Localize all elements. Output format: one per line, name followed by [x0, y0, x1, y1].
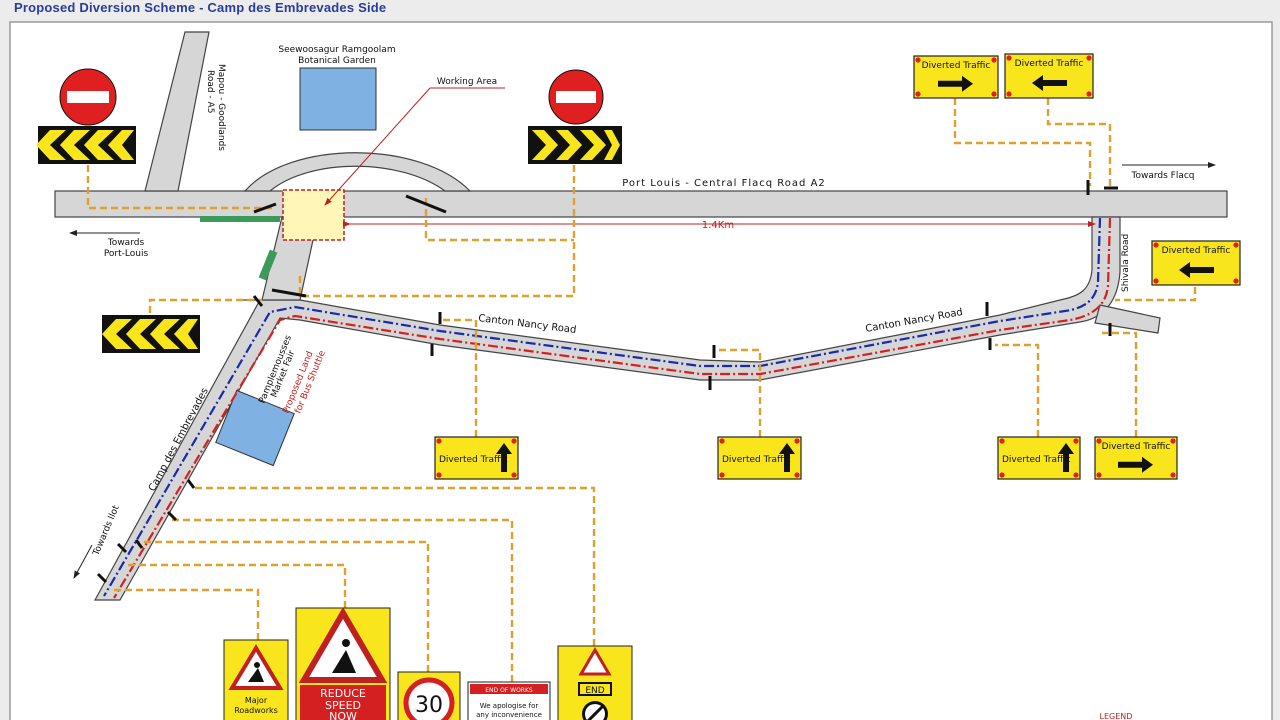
diversion-route-red [113, 217, 1112, 599]
diverted-traffic-sign-canton-1: Diverted Traffic [434, 436, 519, 480]
no-entry-sign-center [548, 69, 604, 125]
mapou-road-line1: Mapou - Goodlands [216, 64, 226, 151]
main-road-label: Port Louis - Central Flacq Road A2 [622, 178, 826, 189]
towards-flacq-label: Towards Flacq [1130, 171, 1194, 181]
arrow-left-icon [1179, 262, 1214, 279]
market-fair-building [215, 389, 295, 467]
working-area-label: Working Area [437, 77, 497, 87]
mapou-road [144, 31, 210, 192]
diverted-traffic-text: Diverted Traffic [922, 61, 991, 71]
diversion-route-blue [103, 217, 1102, 597]
diverted-traffic-sign-canton-4: Diverted Traffic [1094, 436, 1178, 480]
major-roadworks-line2: Roadworks [234, 706, 278, 715]
speed-limit-value: 30 [415, 693, 443, 718]
end-of-works-title: END OF WORKS [485, 687, 533, 694]
garden-label-line2: Botanical Garden [298, 56, 376, 66]
diverted-traffic-text: Diverted Traffic [722, 455, 791, 465]
reduce-speed-line1: REDUCE [320, 687, 366, 700]
towards-port-louis-line1: Towards [107, 238, 145, 248]
major-roadworks-line1: Major [245, 696, 268, 705]
arrow-right-icon [938, 75, 973, 92]
arrow-up-icon [779, 443, 795, 472]
end-sign: END [557, 645, 633, 720]
mapou-road-line2: Road - A5 [205, 70, 215, 113]
diverted-traffic-text: Diverted Traffic [1002, 455, 1071, 465]
page-title: Proposed Diversion Scheme - Camp des Emb… [14, 0, 387, 15]
reduce-speed-sign: REDUCE SPEED NOW [295, 607, 391, 720]
diverted-traffic-text: Diverted Traffic [1102, 442, 1171, 452]
reduce-speed-line2: SPEED [325, 699, 361, 712]
diverted-traffic-sign-canton-2: Diverted Traffic [717, 436, 802, 480]
diverted-traffic-text: Diverted Traffic [439, 455, 508, 465]
arrow-left-icon [1032, 75, 1067, 92]
chevron-sign-middle-left [102, 315, 200, 353]
legend-label: LEGEND [1100, 712, 1133, 720]
shivala-road-spur [1094, 304, 1161, 334]
diverted-traffic-sign-top-left-arrow: Diverted Traffic [1004, 53, 1094, 99]
arrow-up-icon [496, 443, 512, 472]
chevron-sign-top-left [36, 126, 136, 164]
arrow-up-icon [1058, 443, 1074, 472]
towards-ilot-arrow [73, 544, 93, 579]
diverted-traffic-text: Diverted Traffic [1015, 59, 1084, 69]
major-roadworks-sign: Major Roadworks [223, 639, 289, 720]
speed-limit-sign: 30 [397, 671, 461, 720]
canton-nancy-road [93, 216, 1121, 601]
chevron-sign-top-center [528, 126, 622, 164]
end-label: END [585, 686, 604, 696]
working-area-zone [282, 189, 345, 241]
diverted-traffic-sign-canton-3: Diverted Traffic [997, 436, 1081, 480]
sign-leader-lines [86, 98, 1197, 682]
working-area-pointer [324, 87, 431, 206]
diverted-traffic-sign-top-right: Diverted Traffic [913, 55, 999, 99]
green-strip-1 [200, 216, 280, 222]
shivala-road-label: Shivala Road [1121, 234, 1131, 292]
distance-label: 1.4Km [702, 220, 734, 231]
diverted-traffic-text: Diverted Traffic [1162, 246, 1231, 256]
reduce-speed-line3: NOW [329, 710, 357, 720]
sign-posts [96, 180, 1118, 584]
main-road-a2 [54, 190, 1228, 218]
service-loop-road [243, 152, 472, 192]
diverted-traffic-sign-shivala: Diverted Traffic [1151, 240, 1241, 286]
green-strip-2 [258, 249, 278, 281]
apology-line2: any inconvenience [476, 711, 542, 719]
apology-line1: We apologise for [480, 702, 539, 710]
garden-label-line1: Seewoosagur Ramgoolam [278, 45, 395, 55]
botanical-garden-building [299, 67, 377, 131]
arrow-right-icon [1118, 456, 1153, 473]
no-entry-sign-left [59, 68, 117, 126]
towards-port-louis-line2: Port-Louis [104, 249, 149, 259]
end-of-works-sign: END OF WORKS We apologise for any inconv… [467, 681, 551, 720]
